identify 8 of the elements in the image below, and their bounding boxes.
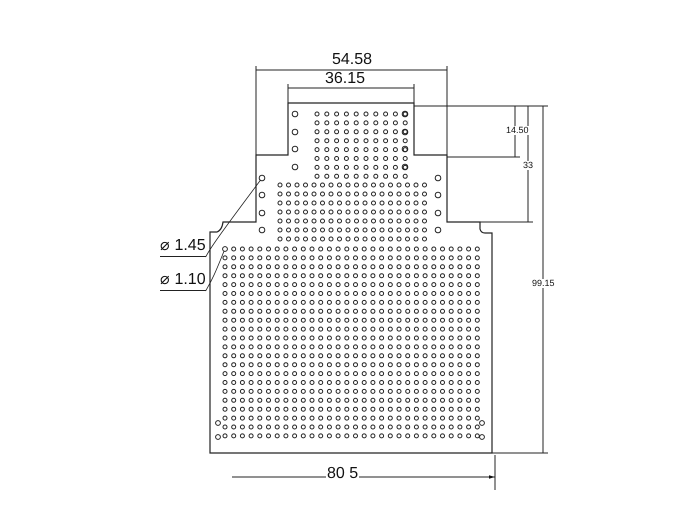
diameter-label: ⌀ 1.10 bbox=[160, 272, 206, 291]
dimension-value: 14.50 bbox=[505, 126, 530, 135]
hole bbox=[222, 246, 228, 252]
leader-line bbox=[205, 180, 261, 258]
hole bbox=[258, 174, 266, 182]
dimension-value: 99.15 bbox=[531, 279, 556, 288]
diameter-label: ⌀ 1.45 bbox=[160, 238, 206, 257]
dimension-value: 33 bbox=[522, 161, 534, 170]
